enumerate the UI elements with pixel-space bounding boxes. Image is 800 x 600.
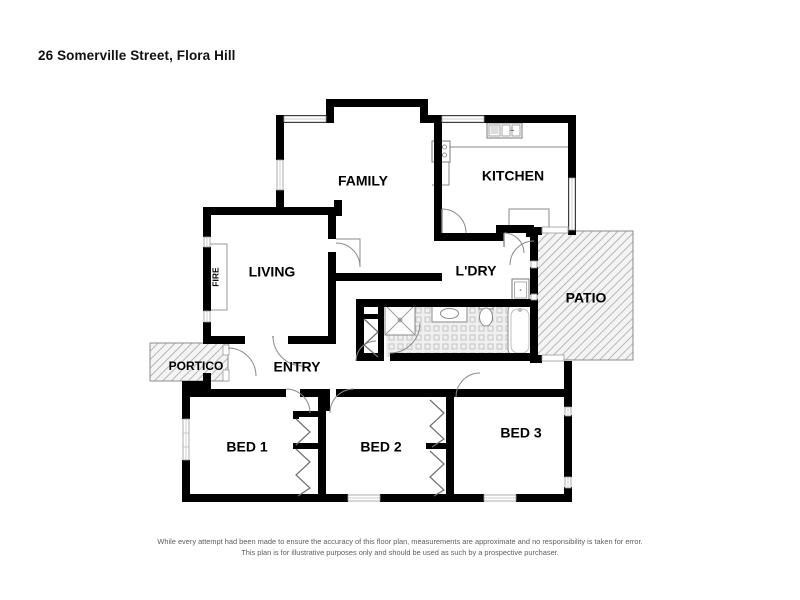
room-label-bed2: BED 2 bbox=[360, 439, 401, 455]
room-labels: FAMILY KITCHEN LIVING L'DRY PATIO ENTRY … bbox=[169, 168, 607, 455]
windows bbox=[182, 115, 576, 502]
laundry-trough-icon bbox=[511, 278, 530, 302]
page-title: 26 Somerville Street, Flora Hill bbox=[38, 48, 236, 63]
room-label-bed3: BED 3 bbox=[500, 425, 541, 441]
room-label-patio: PATIO bbox=[566, 290, 607, 306]
room-label-entry: ENTRY bbox=[274, 359, 322, 375]
room-label-living: LIVING bbox=[249, 264, 296, 280]
disclaimer: While every attempt had been made to ens… bbox=[0, 536, 800, 559]
room-label-family: FAMILY bbox=[338, 173, 389, 189]
room-label-kitchen: KITCHEN bbox=[482, 168, 544, 184]
patio-area bbox=[536, 230, 634, 361]
room-label-portico: PORTICO bbox=[169, 359, 224, 373]
built-in-robes bbox=[295, 318, 445, 497]
room-label-laundry: L'DRY bbox=[456, 263, 498, 279]
room-label-fire: FIRE bbox=[210, 267, 220, 287]
disclaimer-line-1: While every attempt had been made to ens… bbox=[157, 537, 643, 546]
sink-icon bbox=[486, 122, 523, 139]
bathtub-icon bbox=[507, 303, 533, 357]
shower-icon bbox=[384, 304, 416, 336]
disclaimer-line-2: This plan is for illustrative purposes o… bbox=[241, 548, 559, 558]
vanity-basin-icon bbox=[431, 304, 468, 323]
doors bbox=[227, 208, 535, 414]
room-label-bed1: BED 1 bbox=[226, 439, 267, 455]
